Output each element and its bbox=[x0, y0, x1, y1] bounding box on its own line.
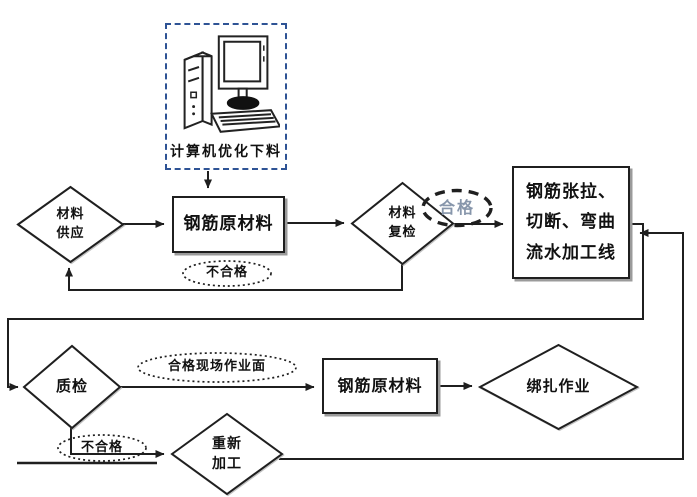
qualified-badge: 合格 bbox=[420, 188, 494, 228]
binding-work-diamond: 绑扎作业 bbox=[477, 343, 640, 431]
unqualified-badge-top: 不合格 bbox=[181, 259, 273, 288]
computer-optimization-node: 计算机优化下料 bbox=[165, 23, 287, 170]
material-recheck-label: 材料 复检 bbox=[388, 205, 417, 240]
qualified-site-badge: 合格现场作业面 bbox=[136, 351, 298, 384]
material-recheck-diamond: 材料 复检 bbox=[350, 181, 455, 266]
unqualified-top-label: 不合格 bbox=[205, 265, 248, 281]
rebar-raw-material-box: 钢筋原材料 bbox=[172, 196, 285, 253]
rebar-raw-material-label: 钢筋原材料 bbox=[183, 214, 274, 235]
processing-line-box: 钢筋张拉、 切断、弯曲 流水加工线 bbox=[512, 166, 630, 279]
qualified-badge-label: 合格 bbox=[438, 198, 475, 218]
edge-rework-feedback bbox=[279, 229, 684, 460]
processing-line-label: 钢筋张拉、 切断、弯曲 流水加工线 bbox=[526, 181, 616, 263]
edge-recheck-fail-loop bbox=[65, 264, 403, 291]
rebar-raw-material-label-2: 钢筋原材料 bbox=[337, 376, 423, 396]
edge-processing-to-qc bbox=[7, 223, 644, 391]
unqualified-badge-bottom: 不合格 bbox=[56, 433, 148, 463]
rework-diamond: 重新 加工 bbox=[170, 412, 284, 496]
qualified-site-label: 合格现场作业面 bbox=[167, 359, 266, 375]
edge-qc-fail-to-rework bbox=[70, 428, 165, 458]
quality-check-diamond: 质检 bbox=[22, 344, 122, 430]
material-supply-diamond: 材料 供应 bbox=[16, 185, 125, 264]
computer-label: 计算机优化下料 bbox=[170, 144, 282, 160]
binding-work-label: 绑扎作业 bbox=[526, 377, 591, 396]
material-supply-label: 材料 供应 bbox=[56, 206, 85, 241]
quality-check-label: 质检 bbox=[55, 377, 88, 396]
rebar-raw-material-box-2: 钢筋原材料 bbox=[322, 358, 438, 414]
unqualified-bottom-label: 不合格 bbox=[80, 439, 123, 455]
computer-icon bbox=[172, 29, 280, 141]
rework-label: 重新 加工 bbox=[212, 435, 242, 472]
